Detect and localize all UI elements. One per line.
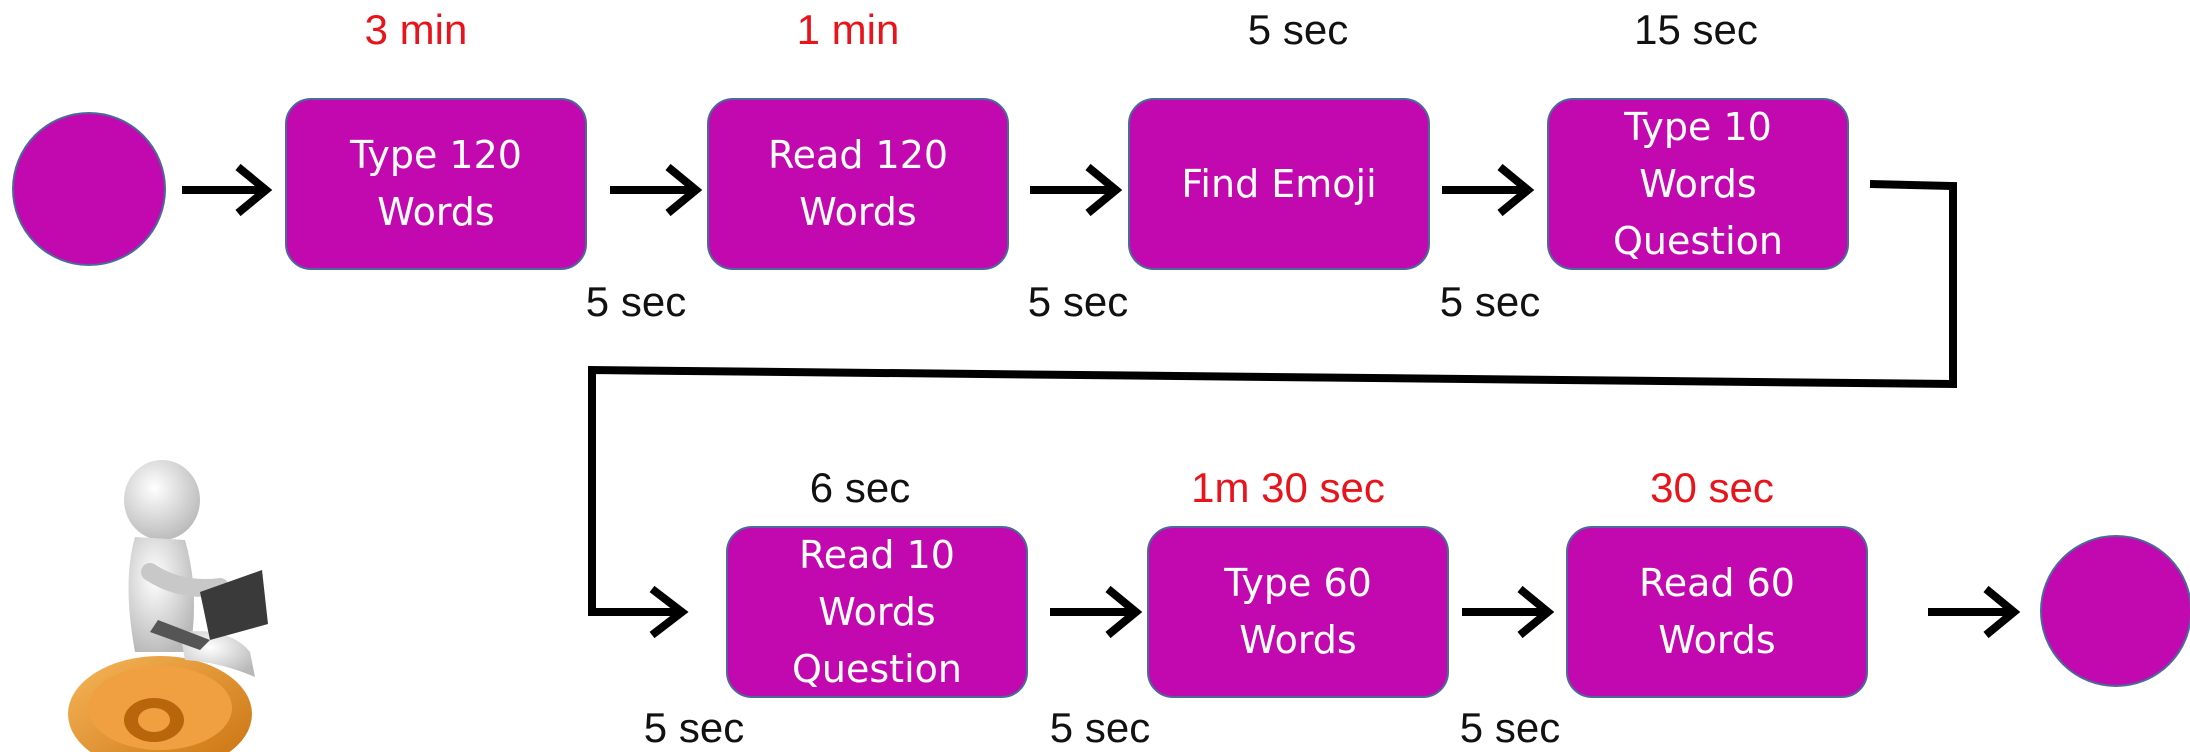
transition-duration-6: 5 sec [1459,704,1561,751]
arrow-step5-to-step6 [1050,585,1143,639]
step-duration-type-120-words: 3 min [364,6,468,53]
transition-duration-5: 5 sec [1049,704,1151,751]
transition-duration-4: 5 sec [643,704,745,751]
arrow-step6-to-step7 [1462,585,1555,639]
transition-duration-3: 5 sec [1439,278,1541,325]
arrow-step1-to-step2 [610,163,703,217]
transition-duration-1: 5 sec [585,278,687,325]
step-duration-read-120-words: 1 min [796,6,900,53]
step-type-10-words-question: Type 10 Words Question [1547,98,1849,270]
arrow-start-to-step1 [182,163,273,217]
step-read-120-words: Read 120 Words [707,98,1009,270]
at-sign-seat [68,656,252,752]
end-node-circle [2040,535,2190,687]
step-duration-read-60-words: 30 sec [1650,464,1774,511]
start-node-circle [12,112,166,266]
row-wrap-arrowhead [649,585,689,639]
step-duration-type-10-words-question: 15 sec [1634,6,1758,53]
step-type-60-words: Type 60 Words [1147,526,1449,698]
step-duration-find-emoji: 5 sec [1247,6,1349,53]
person-with-laptop-on-at-sign-icon [68,460,268,752]
step-read-60-words: Read 60 Words [1566,526,1868,698]
step-read-10-words-question: Read 10 Words Question [726,526,1028,698]
arrow-step7-to-end [1928,585,2021,639]
arrow-step3-to-step4 [1442,163,1535,217]
arrow-step2-to-step3 [1030,163,1123,217]
laptop [150,570,268,650]
step-type-120-words: Type 120 Words [285,98,587,270]
step-find-emoji: Find Emoji [1128,98,1430,270]
step-duration-type-60-words: 1m 30 sec [1191,464,1385,511]
step-duration-read-10-words-question: 6 sec [809,464,911,511]
transition-duration-2: 5 sec [1027,278,1129,325]
row-wrap-connector [588,180,1957,616]
